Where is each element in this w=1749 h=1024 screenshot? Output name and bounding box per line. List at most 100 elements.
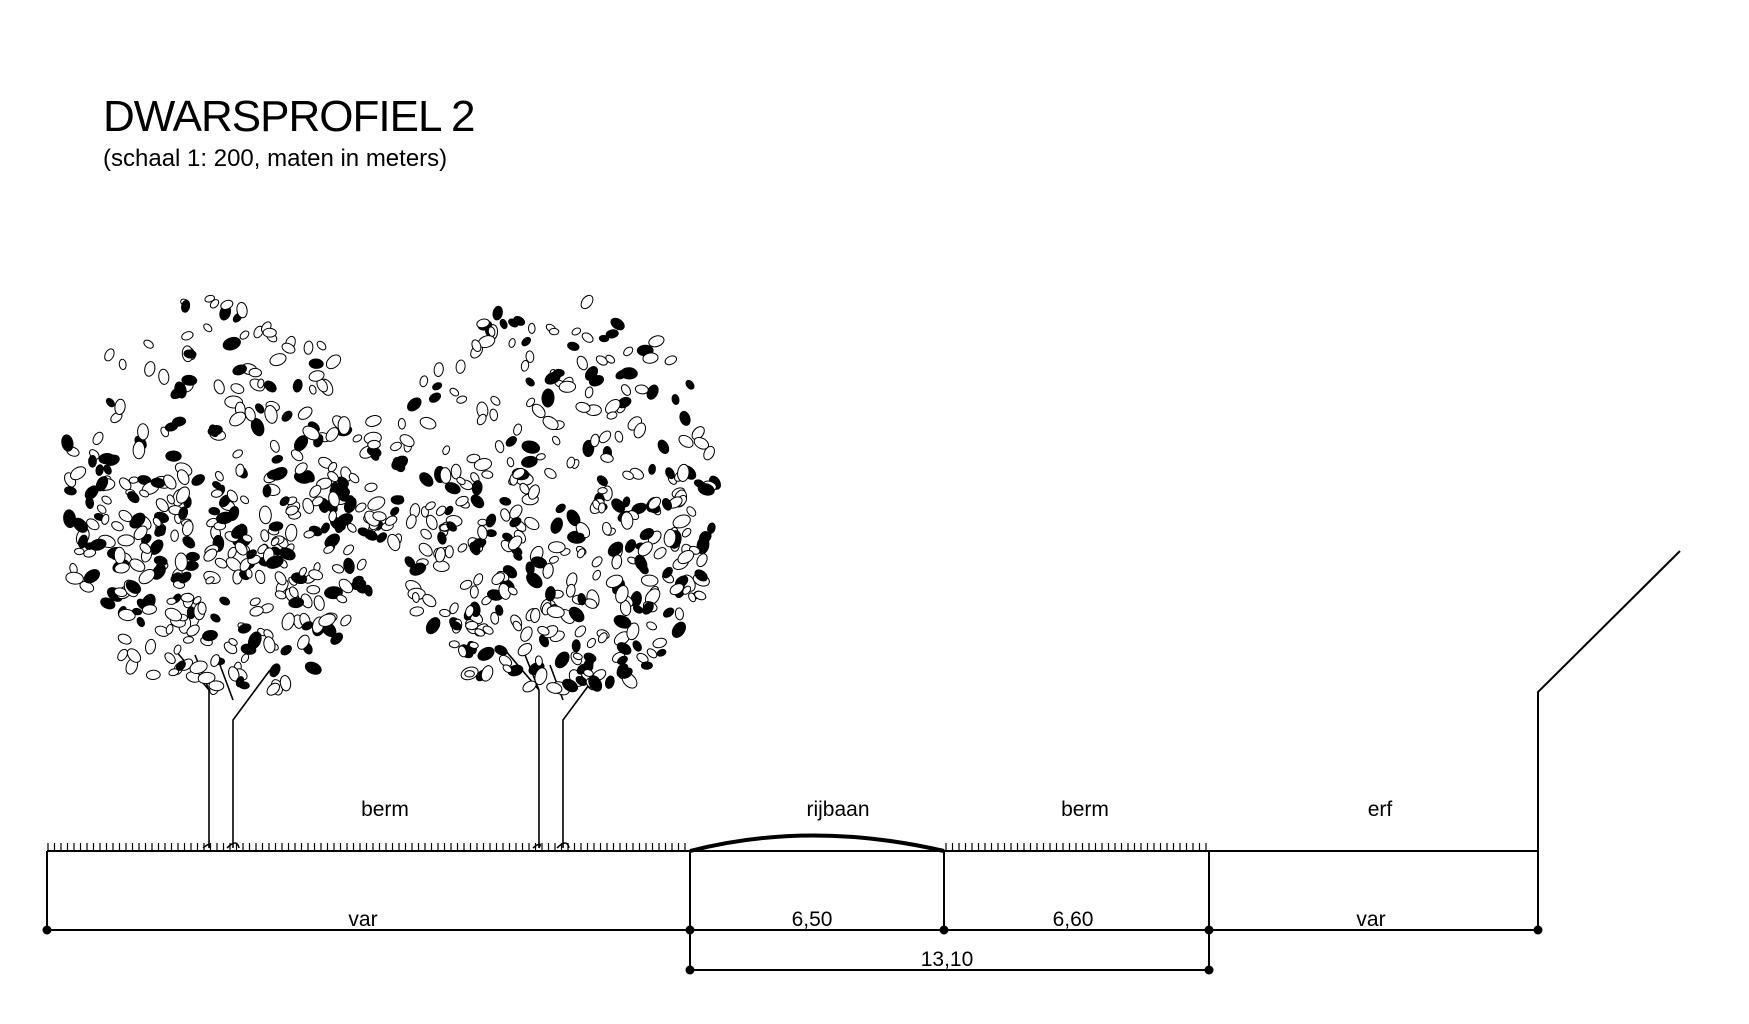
leaf — [620, 384, 632, 396]
leaf — [605, 574, 624, 589]
leaf — [435, 505, 447, 517]
leaf — [455, 359, 466, 374]
leaf — [495, 604, 504, 616]
leaf — [489, 408, 499, 422]
leaf — [526, 572, 543, 589]
leaf — [464, 670, 475, 678]
leaf — [574, 625, 587, 638]
leaf — [191, 474, 205, 486]
leaf — [419, 416, 437, 430]
leaf — [197, 601, 207, 615]
leaf — [164, 652, 176, 665]
leaf — [127, 491, 140, 504]
leaf — [611, 554, 623, 570]
tree-icon — [61, 294, 394, 849]
leaf — [419, 472, 434, 487]
leaf — [648, 335, 665, 348]
leaf — [357, 527, 370, 537]
leaf — [636, 652, 649, 664]
leaf — [269, 353, 287, 367]
leaf — [302, 425, 320, 441]
leaf — [220, 299, 234, 310]
leaf — [244, 406, 256, 422]
leaf — [605, 354, 616, 364]
leaf — [202, 630, 218, 642]
leaf — [241, 534, 253, 543]
leaf — [166, 494, 175, 505]
leaf — [308, 358, 324, 369]
leaf — [512, 620, 522, 632]
leaf — [117, 534, 135, 547]
leaf — [546, 605, 565, 619]
leaf — [182, 520, 194, 537]
leaf — [262, 484, 272, 498]
leaf — [203, 323, 213, 333]
leaf — [468, 641, 479, 649]
leaf — [125, 580, 142, 594]
leaf — [96, 504, 107, 514]
leaf — [566, 456, 576, 469]
leaf — [428, 392, 442, 403]
leaf — [281, 612, 295, 631]
leaf — [114, 398, 126, 416]
leaf — [597, 502, 606, 514]
leaf — [343, 544, 355, 556]
leaf — [303, 530, 315, 539]
leaf — [258, 505, 272, 525]
leaf — [316, 340, 327, 351]
leaf — [63, 509, 77, 529]
leaf — [164, 422, 178, 432]
leaf — [477, 646, 495, 661]
leaf — [405, 514, 417, 529]
leaf — [640, 661, 653, 670]
zone-label-rijbaan: rijbaan — [806, 798, 869, 821]
dim-dot — [939, 925, 949, 935]
leaf — [84, 485, 99, 500]
leaf — [456, 476, 466, 485]
leaf — [260, 529, 270, 542]
leaf — [512, 467, 526, 479]
leaf — [246, 549, 257, 560]
dim-dot — [1533, 925, 1543, 935]
leaf — [411, 592, 420, 603]
leaf — [491, 572, 505, 586]
leaf — [304, 661, 322, 675]
leaf — [586, 637, 596, 649]
leaf — [150, 477, 166, 488]
leaf — [346, 523, 357, 533]
leaf — [297, 406, 313, 420]
leaf — [397, 418, 406, 430]
leaf — [181, 374, 198, 386]
leaf — [623, 346, 634, 357]
zone-label-berm-right: berm — [1061, 798, 1109, 821]
leaf — [634, 555, 648, 571]
leaf — [165, 624, 174, 635]
leaf — [323, 544, 335, 554]
leaf — [550, 517, 563, 534]
leaf — [235, 463, 245, 477]
dim-label-var-right: var — [1356, 908, 1385, 931]
leaf — [470, 494, 485, 509]
leaf — [262, 327, 277, 338]
leaf — [576, 355, 588, 371]
leaf — [565, 583, 576, 598]
leaf — [439, 608, 451, 618]
leaf — [114, 562, 130, 574]
leaf — [86, 518, 100, 531]
leaf — [132, 440, 146, 460]
leaf — [663, 528, 677, 548]
leaf — [505, 436, 517, 447]
leaf — [331, 564, 345, 574]
leaf — [681, 527, 692, 538]
leaf — [118, 358, 127, 371]
leaf — [313, 595, 325, 611]
leaf — [583, 669, 594, 677]
leaf — [74, 547, 85, 556]
leaf — [448, 640, 460, 649]
leaf — [696, 553, 708, 568]
leaf — [264, 380, 277, 393]
trees — [61, 294, 722, 849]
leaf — [214, 470, 224, 482]
rijbaan-surface — [689, 833, 945, 853]
